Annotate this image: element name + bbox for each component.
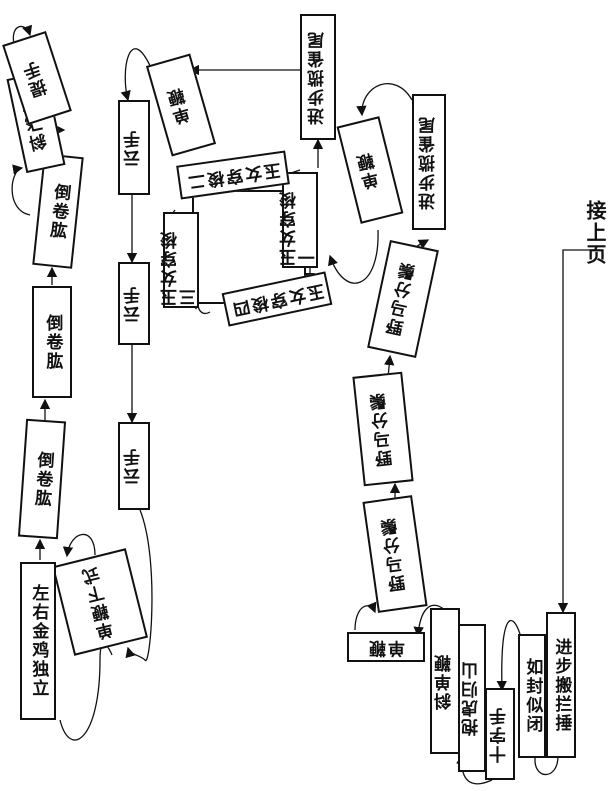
connector — [356, 83, 413, 117]
node-jinbu-lan-que-wei-1: 进步揽雀尾 — [412, 94, 446, 230]
node-dan-bian-small: 单鞭 — [347, 632, 425, 662]
node-yun-shou-2: 云手 — [118, 262, 150, 345]
continued-label: 接上页 — [583, 200, 607, 266]
connector — [62, 533, 96, 558]
node-shizi-shou: 十字手 — [485, 688, 515, 780]
node-dao-juan-gong-2: 倒卷肱 — [32, 286, 72, 398]
connector — [328, 229, 379, 284]
node-yun-shou-3: 云手 — [118, 422, 150, 510]
connector — [496, 619, 521, 692]
node-yun-shou-1: 云手 — [118, 100, 150, 195]
node-jinbu-banlan-chui: 进步搬拦捶 — [546, 612, 576, 758]
node-yunu-chuan-suo-3: 玉女穿梭三 — [161, 212, 200, 308]
node-rufeng-sibi: 如封似闭 — [518, 634, 546, 758]
node-bao-hu-gui-shan: 抱虎归山 — [458, 624, 486, 772]
node-yunu-chuan-suo-1: 玉女穿梭一 — [280, 172, 319, 268]
node-jinji-duli: 左右金鸡独立 — [20, 562, 56, 720]
connector-start — [557, 249, 600, 614]
node-dao-juan-gong-1: 倒卷肱 — [17, 418, 67, 540]
connector — [354, 601, 377, 631]
connector — [125, 509, 153, 662]
connector — [120, 48, 153, 102]
connector — [11, 164, 31, 216]
connector — [529, 728, 559, 776]
connector — [59, 643, 113, 741]
node-jinbu-lan-que-wei-2: 进步揽雀尾 — [300, 14, 336, 140]
connector — [413, 604, 446, 638]
node-xie-dan-bian: 斜单鞭 — [430, 608, 460, 754]
